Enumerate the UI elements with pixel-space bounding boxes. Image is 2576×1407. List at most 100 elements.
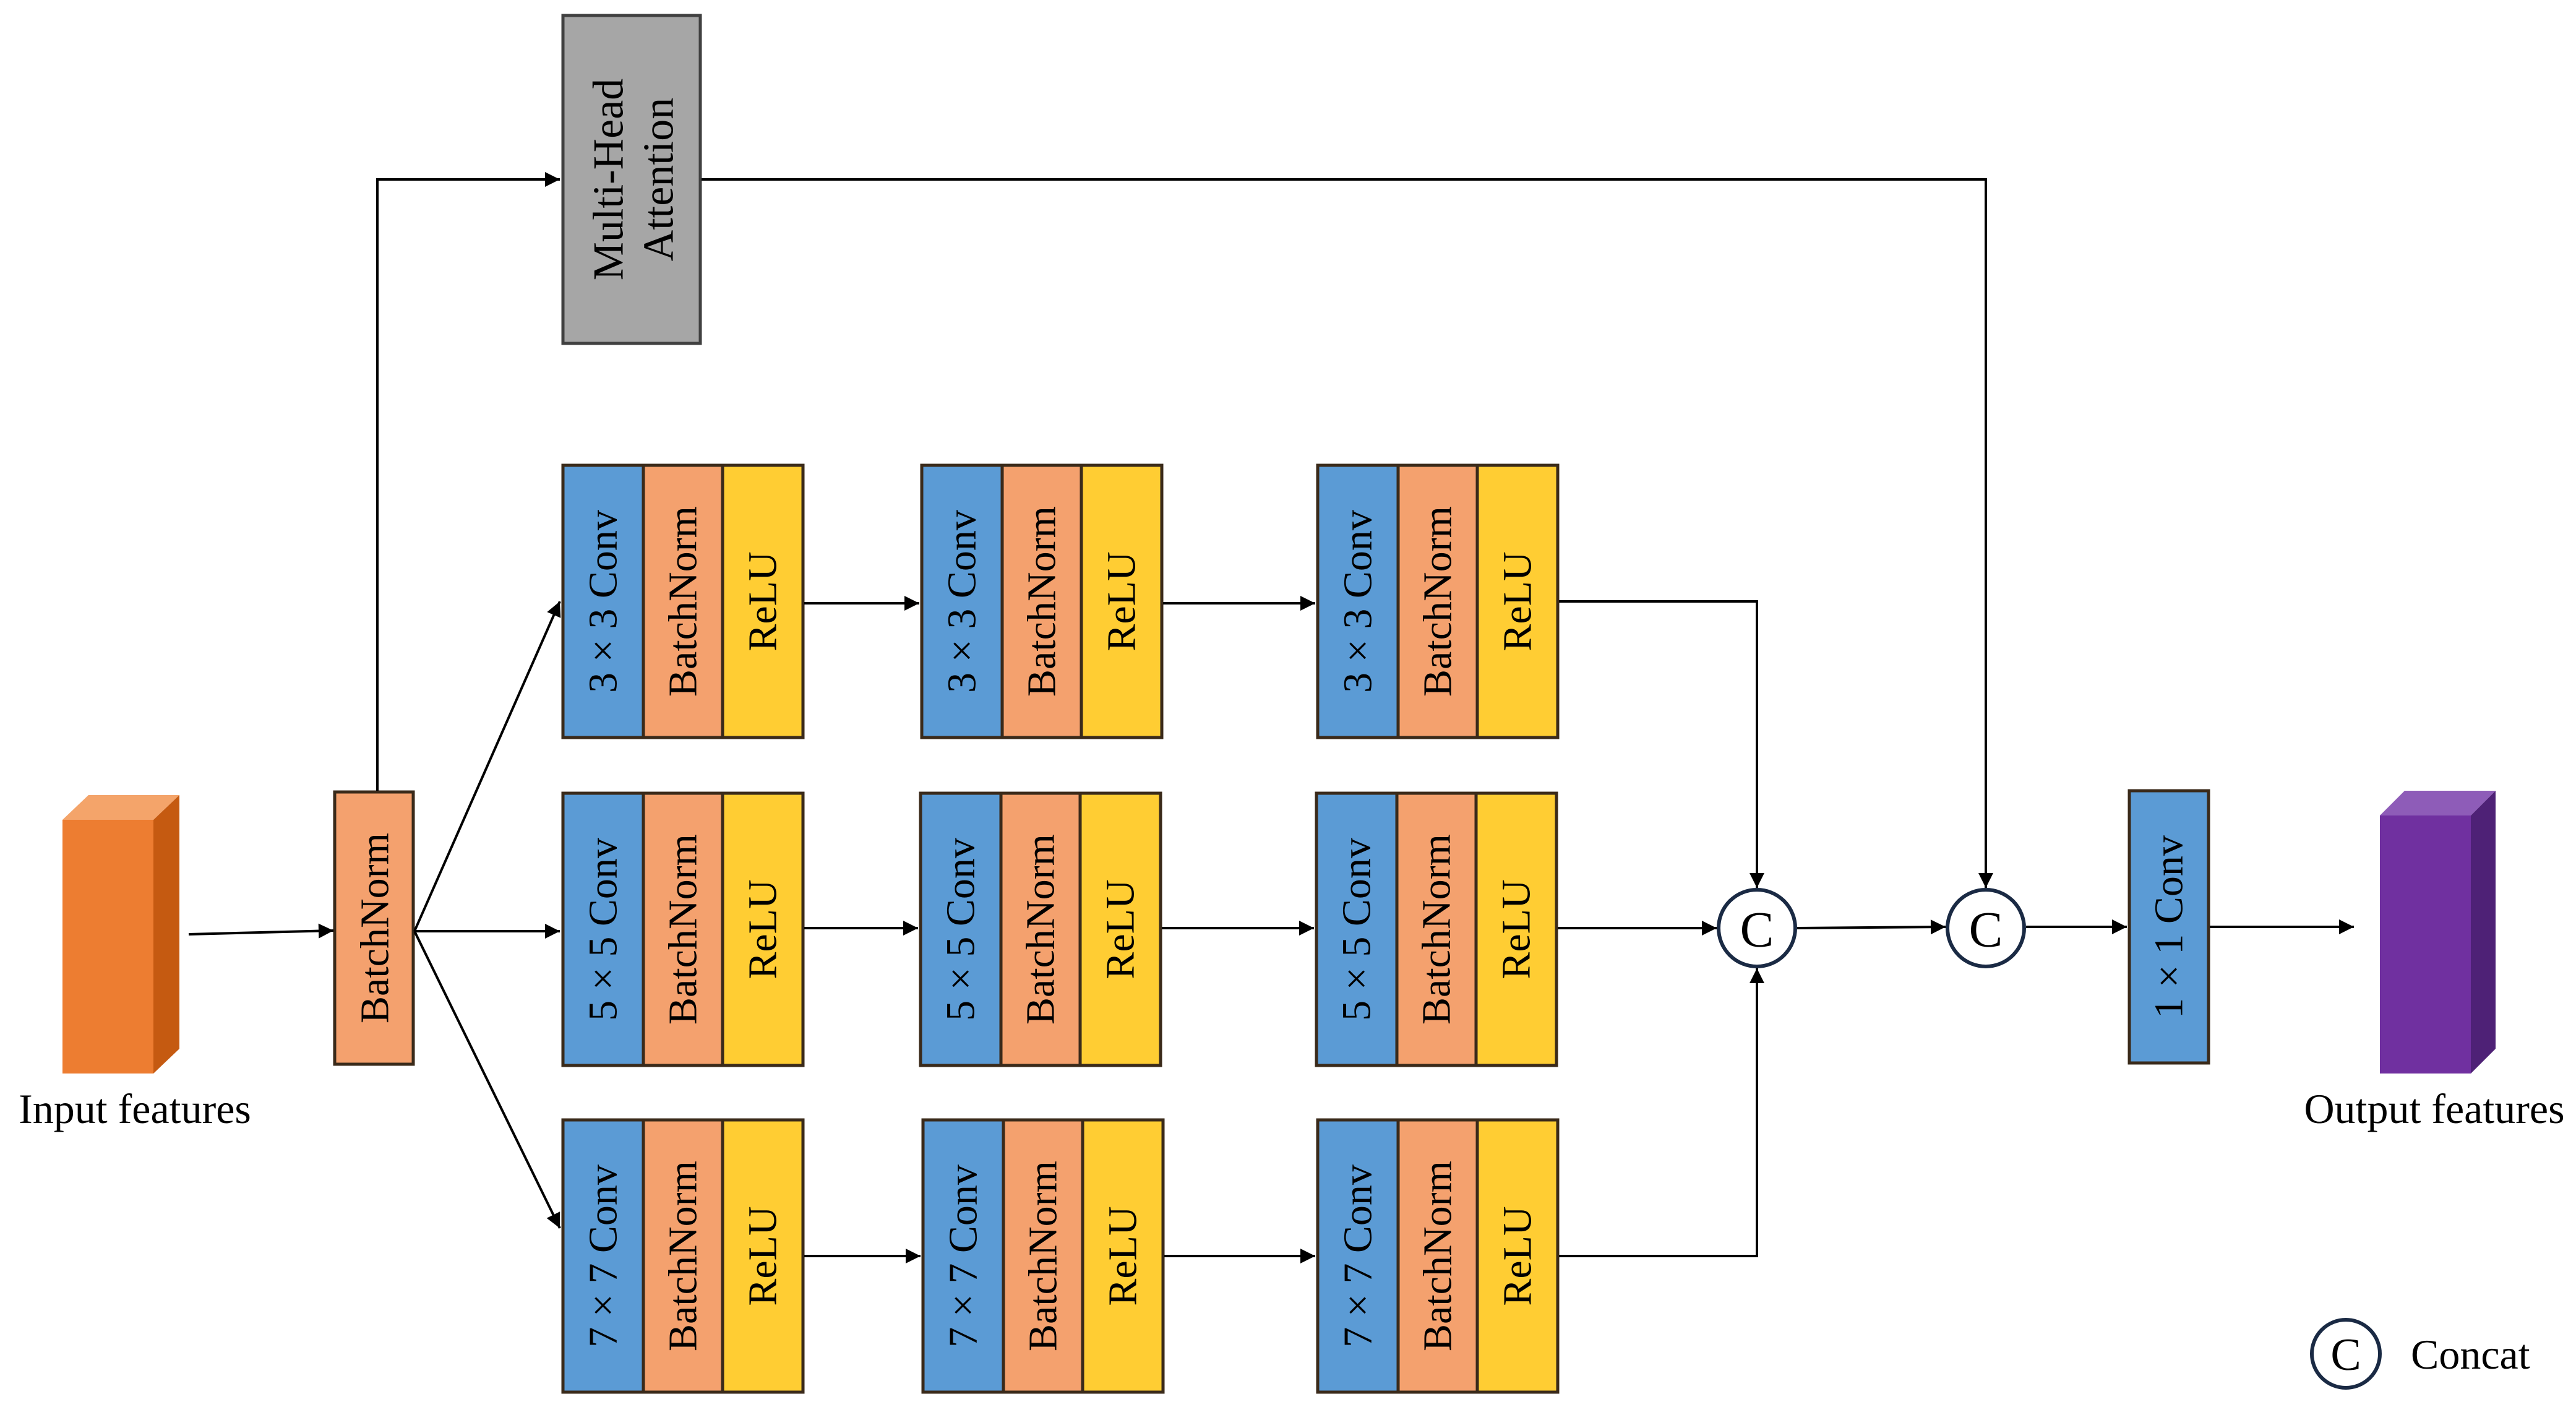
relu-label: ReLU [741, 879, 786, 979]
concat-node-2: C [1946, 888, 2026, 968]
relu-box [721, 791, 805, 1067]
attention-label-line1: Multi-Head [585, 79, 633, 281]
edge-input-to-batchnorm [188, 923, 334, 939]
conv-label: 3 × 3 Conv [1336, 510, 1381, 693]
attention-box [561, 14, 702, 345]
batchnorm-box [642, 791, 724, 1067]
final-conv-box [2127, 789, 2210, 1065]
relu-label: ReLU [1099, 551, 1144, 651]
relu-label: ReLU [1101, 1206, 1146, 1306]
batchnorm-label: BatchNorm [1415, 1161, 1461, 1351]
concat-node-1: C [1717, 888, 1797, 968]
input-features-block [62, 795, 179, 1074]
batchnorm-label: BatchNorm [661, 1161, 706, 1351]
batchnorm-box [1000, 463, 1083, 739]
final-conv-label: 1 × 1 Conv [2147, 835, 2192, 1018]
relu-box [1475, 463, 1560, 739]
edge-concat1-to-concat2 [1797, 919, 1946, 935]
conv-label: 3 × 3 Conv [940, 510, 985, 693]
legend-concat-label: Concat [2411, 1331, 2530, 1378]
final-conv-block: 1 × 1 Conv [2127, 789, 2210, 1065]
edge-batchnorm-to-3x3 [413, 601, 561, 932]
branch-3x3-stage-2: 3 × 3 Conv BatchNorm ReLU [920, 463, 1164, 739]
output-block-top [2380, 791, 2496, 815]
relu-box [1078, 791, 1162, 1067]
concat-circle [1717, 888, 1797, 968]
batchnorm-label: BatchNorm [1020, 506, 1065, 697]
branch-row-7x7: 7 × 7 Conv BatchNorm ReLU 7 × 7 Conv Bat… [561, 1118, 1560, 1394]
branch-5x5-stage-1: 5 × 5 Conv BatchNorm ReLU [561, 791, 805, 1067]
relu-label: ReLU [1098, 879, 1143, 979]
branch-row-3x3: 3 × 3 Conv BatchNorm ReLU 3 × 3 Conv Bat… [561, 463, 1560, 739]
conv-label: 7 × 7 Conv [581, 1164, 626, 1348]
conv-box [921, 1118, 1005, 1394]
branch-3x3-stage-1: 3 × 3 Conv BatchNorm ReLU [561, 463, 805, 739]
concat-symbol: C [1969, 901, 2003, 958]
pre-batchnorm-box [333, 790, 415, 1066]
relu-box [1081, 1118, 1165, 1394]
batchnorm-label: BatchNorm [661, 834, 706, 1025]
batchnorm-box [1396, 1118, 1479, 1394]
pre-batchnorm-block: BatchNorm [333, 790, 415, 1066]
output-block-front [2380, 815, 2471, 1074]
conv-label: 7 × 7 Conv [941, 1164, 986, 1348]
branch-5x5-stage-3: 5 × 5 Conv BatchNorm ReLU [1315, 791, 1558, 1067]
legend-concat-symbol: C [2330, 1330, 2361, 1380]
conv-label: 7 × 7 Conv [1336, 1164, 1381, 1348]
conv-label: 5 × 5 Conv [581, 838, 626, 1021]
relu-box [721, 463, 805, 739]
output-block-side [2471, 791, 2496, 1074]
batchnorm-label: BatchNorm [1021, 1161, 1066, 1351]
conv-box [561, 791, 645, 1067]
branch-7x7-stage-3: 7 × 7 Conv BatchNorm ReLU [1316, 1118, 1560, 1394]
edge-batchnorm-to-7x7 [413, 931, 561, 1229]
relu-box [1475, 1118, 1560, 1394]
relu-label: ReLU [1495, 551, 1540, 651]
edge-3x3-to-concat [1559, 600, 1764, 888]
attention-label-line2: Attention [635, 98, 683, 261]
conv-box [1316, 1118, 1400, 1394]
input-features-label: Input features [19, 1085, 251, 1132]
relu-label: ReLU [741, 551, 786, 651]
concat-circle [1946, 888, 2026, 968]
batchnorm-box [1002, 1118, 1084, 1394]
concat-symbol: C [1740, 901, 1774, 958]
branch-row-5x5: 5 × 5 Conv BatchNorm ReLU 5 × 5 Conv Bat… [561, 791, 1558, 1067]
conv-box [1316, 463, 1400, 739]
branch-3x3-stage-3: 3 × 3 Conv BatchNorm ReLU [1316, 463, 1560, 739]
batchnorm-label: BatchNorm [1414, 834, 1459, 1025]
batchnorm-label: BatchNorm [661, 506, 706, 697]
batchnorm-label: BatchNorm [1018, 834, 1063, 1025]
multi-head-attention-block: Multi-Head Attention [561, 14, 702, 345]
batchnorm-box [1395, 791, 1478, 1067]
relu-label: ReLU [741, 1206, 786, 1306]
conv-box [919, 791, 1003, 1067]
edge-batchnorm-to-attention [376, 172, 560, 791]
conv-label: 3 × 3 Conv [581, 510, 626, 693]
relu-box [1474, 791, 1558, 1067]
relu-label: ReLU [1495, 1206, 1540, 1306]
relu-label: ReLU [1494, 879, 1539, 979]
legend-concat-circle [2310, 1318, 2382, 1390]
edge-7x7-to-concat [1559, 968, 1764, 1257]
edges [188, 172, 2354, 1263]
batchnorm-box [1396, 463, 1479, 739]
relu-box [721, 1118, 805, 1394]
conv-label: 5 × 5 Conv [938, 838, 984, 1021]
pre-batchnorm-label: BatchNorm [353, 833, 398, 1023]
output-features-block [2380, 791, 2496, 1074]
branch-7x7-stage-1: 7 × 7 Conv BatchNorm ReLU [561, 1118, 805, 1394]
conv-box [1315, 791, 1399, 1067]
input-block-side [153, 795, 179, 1074]
input-block-top [62, 795, 179, 820]
conv-label: 5 × 5 Conv [1334, 838, 1380, 1021]
branch-7x7-stage-2: 7 × 7 Conv BatchNorm ReLU [921, 1118, 1165, 1394]
branch-5x5-stage-2: 5 × 5 Conv BatchNorm ReLU [919, 791, 1162, 1067]
edge-attention-to-concat [702, 178, 1993, 888]
relu-box [1080, 463, 1164, 739]
output-features-label: Output features [2304, 1085, 2564, 1132]
conv-box [920, 463, 1004, 739]
legend: C Concat [2310, 1318, 2530, 1390]
input-block-front [62, 820, 153, 1074]
